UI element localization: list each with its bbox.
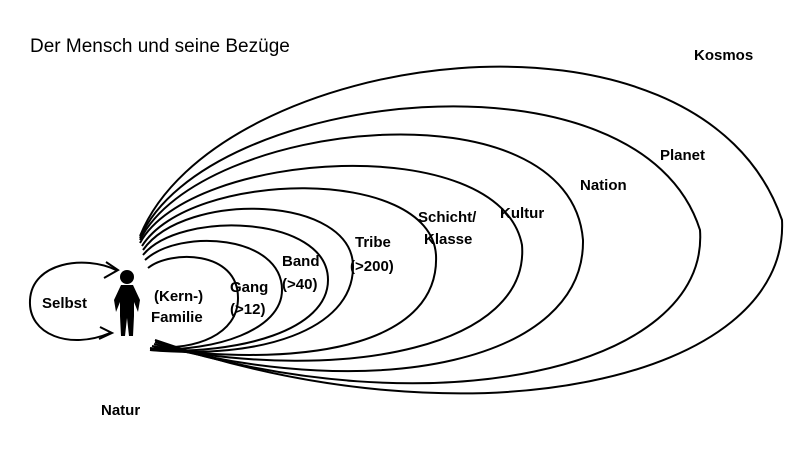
ring-kultur — [139, 164, 524, 362]
ring-kosmos — [139, 65, 784, 395]
ring-band — [142, 224, 330, 352]
label-band-line1: Band — [282, 253, 320, 270]
ring-planet — [139, 105, 702, 385]
label-band-line2: (>40) — [282, 276, 317, 293]
selbst-loop — [28, 261, 120, 341]
label-schicht-line1: Schicht/ — [418, 209, 477, 226]
label-planet: Planet — [660, 147, 705, 164]
label-gang-line2: (>12) — [230, 301, 265, 318]
rings-group — [139, 65, 784, 395]
selbst-loop-path — [28, 261, 117, 341]
label-familie-line2: Familie — [151, 309, 203, 326]
label-tribe-line1: Tribe — [355, 234, 391, 251]
label-nation: Nation — [580, 177, 627, 194]
label-schicht-line2: Klasse — [424, 231, 472, 248]
diagram-title: Der Mensch und seine Bezüge — [30, 36, 290, 57]
label-selbst: Selbst — [42, 295, 87, 312]
person-figure-icon — [114, 270, 140, 336]
arrow-head-bottom — [98, 326, 115, 340]
ring-tribe — [142, 207, 355, 353]
label-kultur: Kultur — [500, 205, 544, 222]
label-gang-line1: Gang — [230, 279, 268, 296]
label-kosmos: Kosmos — [694, 47, 753, 64]
label-familie-line1: (Kern-) — [154, 288, 203, 305]
label-natur: Natur — [101, 402, 140, 419]
label-tribe-line2: (>200) — [350, 258, 394, 275]
ring-nation — [139, 133, 585, 373]
ring-gang — [144, 239, 284, 351]
ring-familie — [147, 255, 240, 349]
ring-schicht — [141, 187, 438, 356]
arrow-head-top — [103, 261, 120, 279]
